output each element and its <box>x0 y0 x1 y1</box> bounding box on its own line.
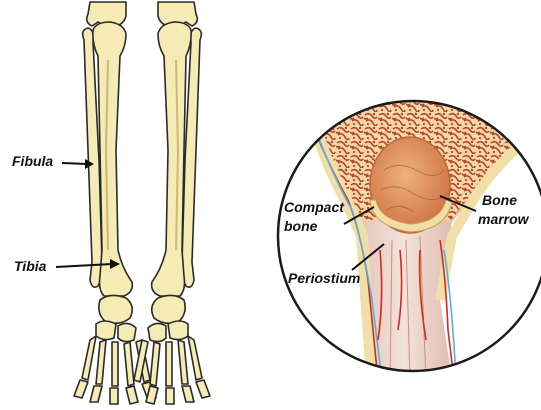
compact-bone-label-line2: bone <box>284 218 318 234</box>
bone-marrow-label-line2: marrow <box>478 211 530 227</box>
right-leg-bones <box>134 2 210 404</box>
fibula-label: Fibula <box>12 153 53 169</box>
leg-skeleton <box>74 2 210 404</box>
periostium-label: Periostium <box>288 270 360 286</box>
compact-bone-label-line1: Compact <box>284 199 345 215</box>
tibia-arrow <box>56 259 120 269</box>
tibia-label: Tibia <box>14 258 47 274</box>
bone-marrow-label-line1: Bone <box>482 192 517 208</box>
